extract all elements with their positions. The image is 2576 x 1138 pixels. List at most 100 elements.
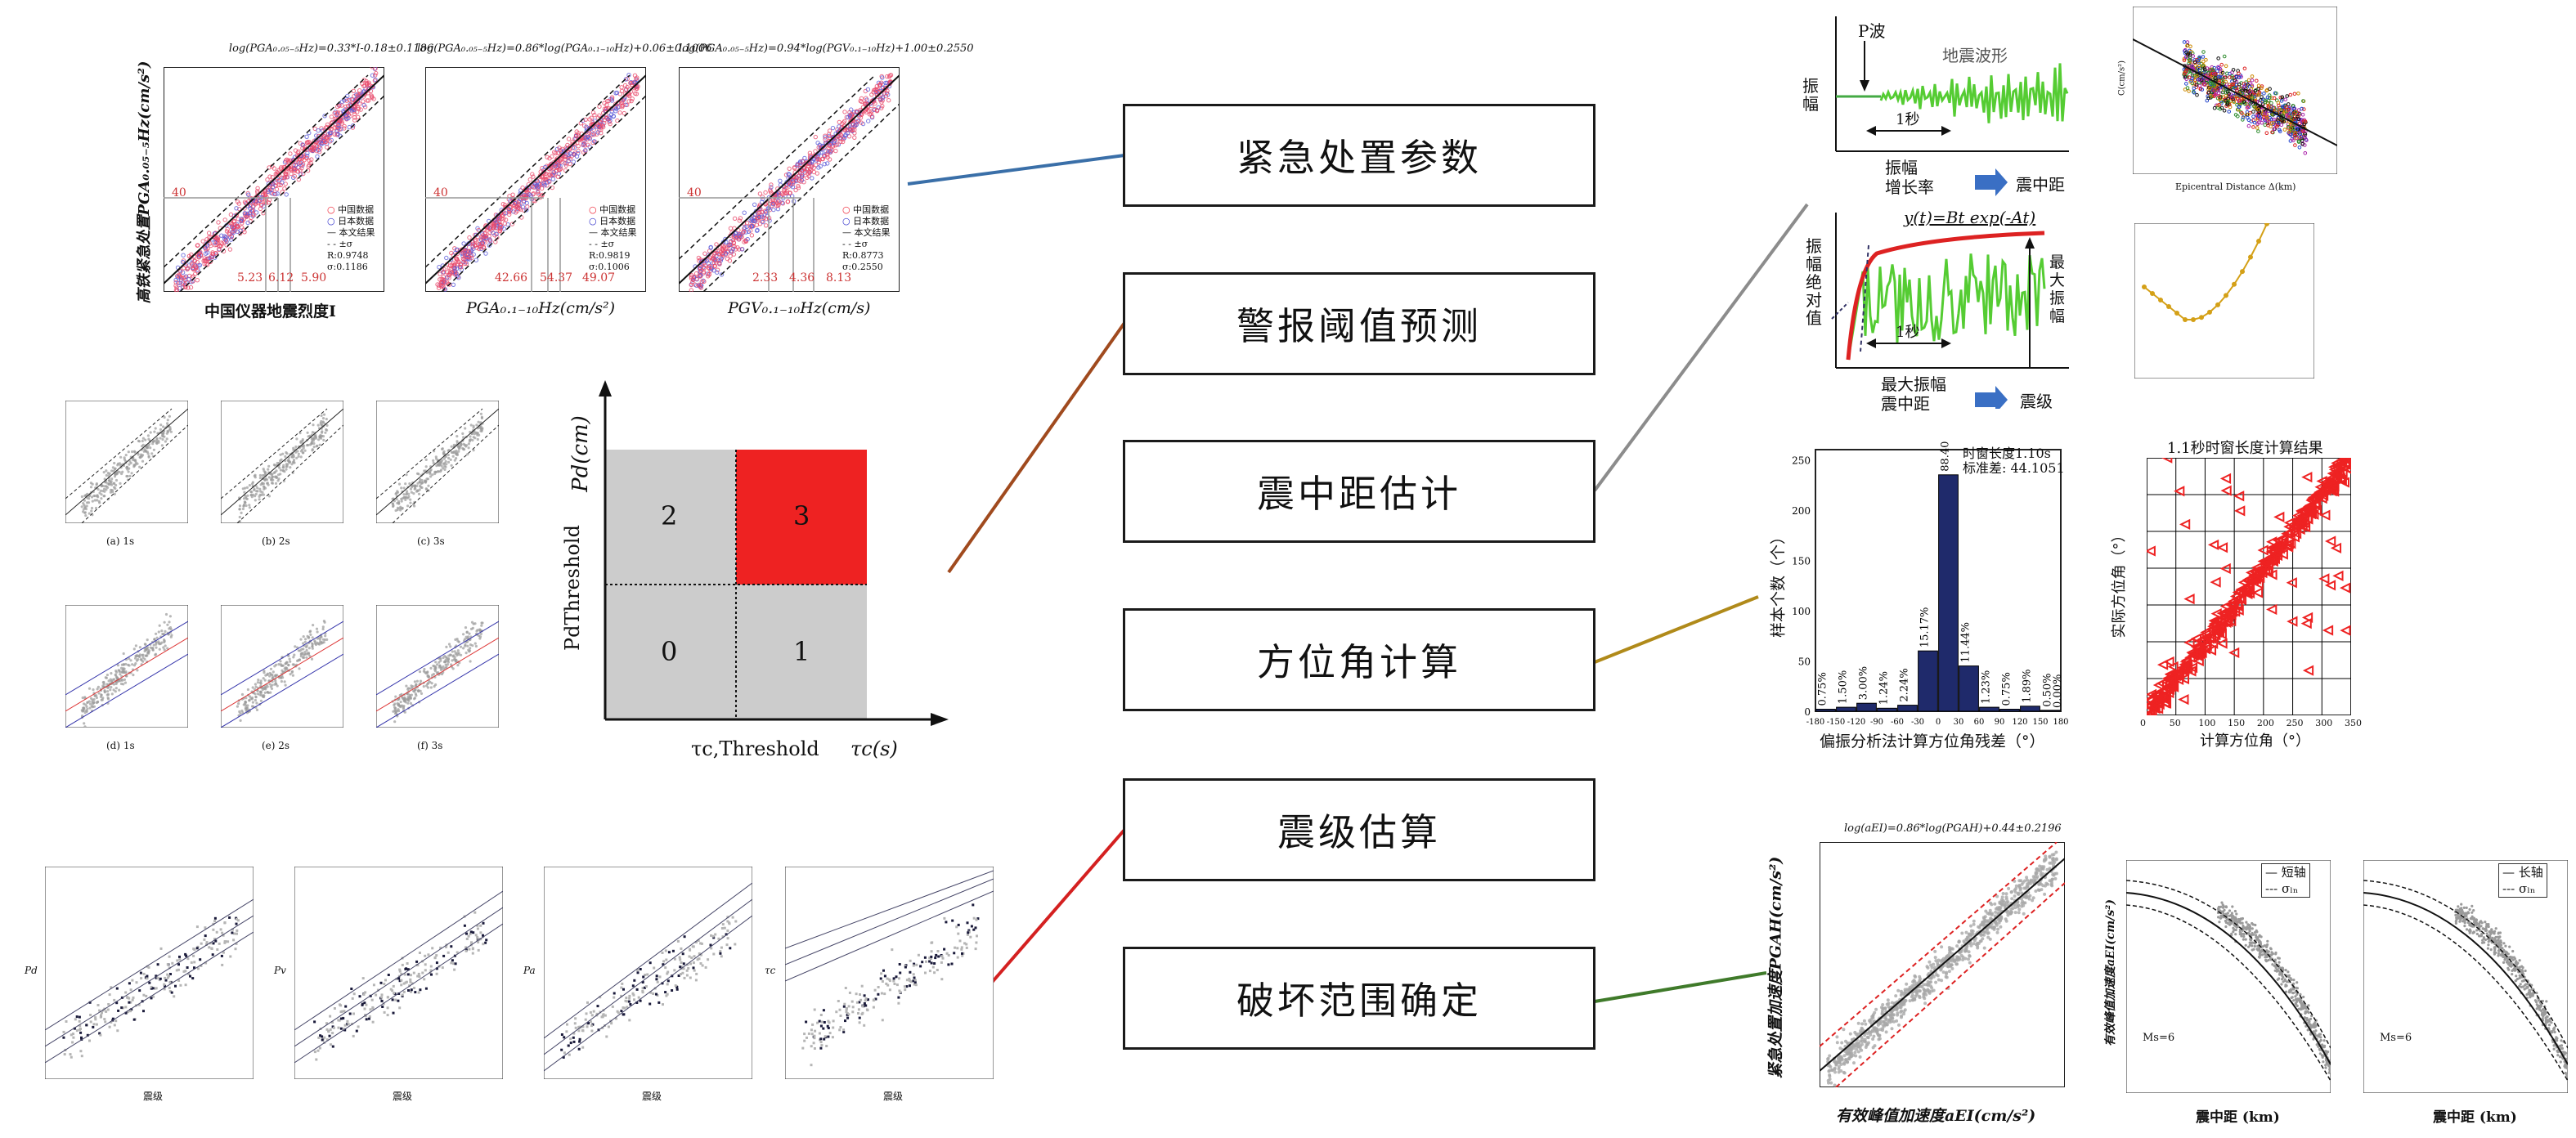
scatter-point xyxy=(482,921,485,925)
scatter-point xyxy=(85,705,88,708)
scatter-point xyxy=(186,966,189,969)
scatter-point xyxy=(272,670,275,674)
scatter-point xyxy=(320,434,324,437)
scatter-point xyxy=(238,504,242,508)
scatter-point xyxy=(431,947,434,950)
scatter-point xyxy=(322,114,327,119)
scatter-point xyxy=(572,146,577,150)
scatter-point xyxy=(362,992,366,996)
scatter-point xyxy=(729,947,732,950)
scatter-point xyxy=(676,939,680,943)
scatter-point xyxy=(723,926,726,930)
scatter-point xyxy=(842,1028,846,1032)
box-label: 警报阈值预测 xyxy=(1236,304,1482,348)
scatter-point xyxy=(442,270,447,275)
scatter-point xyxy=(84,514,88,517)
scatter-point xyxy=(631,992,635,995)
scatter-point xyxy=(459,265,464,270)
scatter-point xyxy=(270,478,273,482)
scatter-point xyxy=(96,495,99,498)
scatter-point xyxy=(263,670,266,673)
scatter-point xyxy=(928,970,931,973)
scatter-point xyxy=(270,175,275,180)
scatter-point xyxy=(696,958,699,961)
scatter-point xyxy=(310,657,314,661)
scatter-point xyxy=(773,199,778,204)
scatter-point xyxy=(823,135,828,140)
scatter-point xyxy=(2264,88,2269,93)
scatter-point xyxy=(497,219,502,225)
scatter-point xyxy=(344,1005,348,1008)
scatter-point xyxy=(147,966,150,969)
scatter-point xyxy=(542,177,547,181)
scatter-point xyxy=(225,226,230,232)
scatter-point xyxy=(239,217,244,222)
scatter-point xyxy=(509,222,515,226)
scatter-point xyxy=(397,999,400,1002)
scatter-point xyxy=(287,654,290,657)
scatter-point xyxy=(203,251,209,256)
scatter-point xyxy=(685,969,689,972)
scatter-point xyxy=(476,227,482,233)
scatter-point xyxy=(356,114,361,119)
scatter-point xyxy=(105,1010,108,1013)
scatter-point xyxy=(154,652,158,656)
scatter-point xyxy=(393,706,397,709)
scatter-point xyxy=(451,959,454,962)
scatter-point xyxy=(88,497,91,500)
scatter-point xyxy=(440,666,443,670)
scatter-point xyxy=(2251,110,2255,114)
scatter-point xyxy=(152,440,155,443)
scatter-point xyxy=(513,200,518,206)
scatter-point xyxy=(155,974,158,978)
scatter-point xyxy=(943,948,946,951)
pga-plot2 xyxy=(425,67,646,292)
scatter-point xyxy=(644,986,646,989)
scatter-point xyxy=(2269,96,2274,101)
scatter-point xyxy=(913,962,916,966)
scatter-point xyxy=(571,159,577,164)
connector-distance xyxy=(1593,203,1809,492)
scatter-point xyxy=(128,1001,131,1004)
scatter-point xyxy=(342,1027,345,1030)
scatter-point xyxy=(307,435,310,438)
scatter-point xyxy=(321,1035,324,1038)
scatter-point xyxy=(195,947,199,950)
connector-damage xyxy=(1594,971,1767,1003)
scatter-point xyxy=(930,955,933,958)
scatter-point xyxy=(213,920,217,923)
scatter-point xyxy=(453,968,456,971)
scatter-point xyxy=(192,258,197,264)
scatter-point xyxy=(176,959,179,962)
scatter-point xyxy=(780,201,786,206)
scatter-point xyxy=(694,941,698,943)
scatter-point xyxy=(639,999,642,1002)
scatter-point xyxy=(569,1037,572,1041)
scatter-point xyxy=(467,446,470,450)
scatter-point xyxy=(142,993,146,997)
scatter-point xyxy=(639,968,642,970)
scatter-point xyxy=(204,926,207,930)
scatter-point xyxy=(904,964,907,967)
scatter-point xyxy=(195,243,200,249)
scatter-point xyxy=(879,977,882,980)
scatter-point xyxy=(62,1036,65,1039)
scatter-point xyxy=(307,158,312,164)
scatter-point xyxy=(429,686,433,689)
scatter-point xyxy=(405,980,408,983)
scatter-point xyxy=(589,1020,592,1024)
scatter-point xyxy=(248,484,251,487)
scatter-point xyxy=(113,678,116,681)
scatter-point xyxy=(157,642,160,645)
scatter-point xyxy=(572,1040,576,1043)
scatter-point xyxy=(211,953,214,957)
scatter-point xyxy=(473,437,477,440)
scatter-point xyxy=(914,983,918,987)
scatter-point xyxy=(179,983,182,987)
scatter-point xyxy=(406,973,410,976)
scatter-point xyxy=(471,626,474,629)
scatter-point xyxy=(245,697,248,700)
scatter-point xyxy=(972,916,976,920)
scatter-point xyxy=(173,995,176,998)
scatter-point xyxy=(98,1032,101,1035)
